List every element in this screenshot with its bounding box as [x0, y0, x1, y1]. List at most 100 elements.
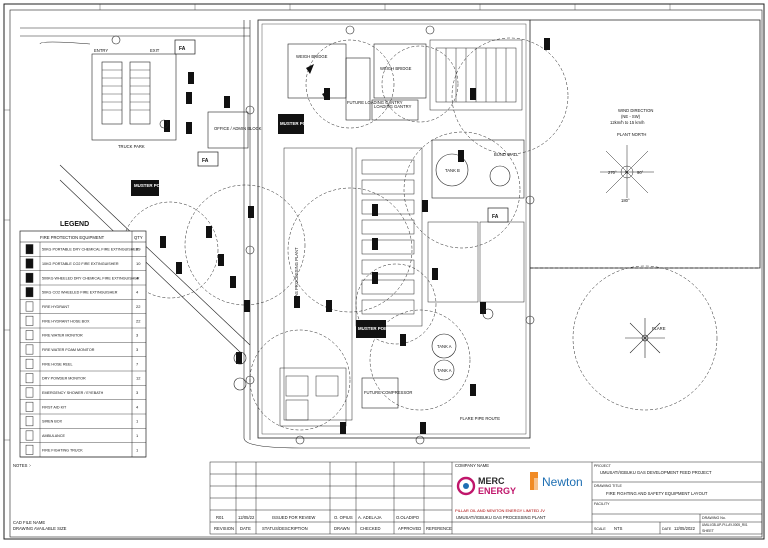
legend-row-qty: 1	[136, 419, 139, 424]
label-process-area: GAS PROCESSING PLANT	[294, 247, 299, 300]
merc-logo-icon	[456, 476, 476, 496]
label-loading-gantry: LOADING GANTRY	[374, 104, 412, 109]
project-label: PROJECT	[594, 464, 612, 468]
label-90: 90°	[637, 170, 644, 175]
tank-b	[435, 153, 469, 187]
process-area	[283, 39, 525, 421]
title-block-grid	[209, 461, 763, 535]
rev-approved: O.OLADIPO	[396, 515, 420, 520]
label-plant-north: PLANT NORTH	[617, 132, 646, 137]
future-compressor	[361, 377, 399, 409]
office-block	[207, 111, 249, 149]
legend-symbol-icon	[25, 401, 34, 412]
drawing-title: FIRE FIGHTING AND SAFETY EQUIPMENT LAYOU…	[606, 491, 708, 496]
col-reference: REFERENCE	[426, 526, 452, 531]
legend-row-qty: 10	[136, 261, 141, 266]
legend-row-label: 10KG PORTABLE CO2 FIRE EXTINGUISHER	[42, 262, 119, 266]
legend-row-qty: 4	[136, 290, 139, 295]
loading-gantry	[371, 99, 419, 121]
drawing-no: UMU-IGB-UP-PI-LAY-0005_R01	[702, 523, 748, 527]
tank-a	[431, 333, 457, 359]
facility-name: UMUSATI/IGBUKU GAS PROCESSING PLANT	[456, 515, 546, 520]
label-tank-a-2: TANK A	[437, 368, 452, 373]
rev-date: 12/05/22	[238, 515, 255, 520]
legend-row-label: FIRE WATER FOAM MONITOR	[42, 348, 95, 352]
compass-n: N	[625, 170, 628, 175]
col-checked: CHECKED	[360, 526, 380, 531]
legend-row-label: 500KG WHEELED DRY CHEMICAL FIRE EXTINGUI…	[42, 276, 140, 280]
sheet-label: SHEET	[702, 529, 715, 533]
legend-symbol-icon	[25, 416, 34, 427]
label-tank-b: TANK B	[445, 168, 460, 173]
legend-symbol-icon	[25, 358, 34, 369]
legend-row-qty: 22	[136, 318, 141, 323]
site-boundary	[257, 19, 761, 439]
label-wind-speed: 12km/h to 15 km/h	[610, 120, 645, 125]
weigh-bridge-2	[373, 43, 427, 99]
date-value: 12/05/2022	[674, 526, 696, 531]
rev-status: ISSUED FOR REVIEW	[272, 515, 315, 520]
col-drawn: DRAWN	[334, 526, 350, 531]
energy-wordmark: ENERGY	[478, 486, 516, 496]
legend-row-label: FIRE WATER MONITOR	[42, 334, 83, 338]
notes-label: NOTES :-	[13, 463, 32, 468]
company-jv: PILLAR OIL AND NEWTON ENERGY LIMITED JV	[455, 508, 545, 513]
merc-wordmark: MERC	[478, 476, 505, 486]
border-ticks	[4, 4, 671, 441]
utility-block	[279, 367, 347, 427]
legend-row-qty: 12	[136, 376, 141, 381]
legend-symbol-icon	[25, 430, 34, 441]
svg-text:MUSTER POINT: MUSTER POINT	[134, 183, 167, 188]
label-180: 180°	[621, 198, 630, 203]
legend-row-label: FIRST AID KIT	[42, 405, 67, 409]
legend-symbol-icon	[25, 244, 34, 255]
wind-direction-compass	[600, 145, 654, 198]
hydrant-markers	[111, 25, 535, 445]
col-revision: REVISION	[214, 526, 234, 531]
fa-label-3: FA	[492, 214, 499, 220]
first-aid-markers	[174, 39, 509, 223]
svg-text:MUSTER POINT: MUSTER POINT	[358, 326, 391, 331]
legend-header-item: FIRE PROTECTION EQUIPMENT	[40, 235, 105, 240]
legend-rows: 50KG PORTABLE DRY CHEMICAL FIRE EXTINGUI…	[20, 244, 146, 458]
flare-stack	[625, 318, 665, 358]
legend-row-label: FIRE FIGHTING TRUCK	[42, 448, 83, 452]
muster-point-1: MUSTER POINT	[131, 180, 167, 196]
rev-drawn: O. OPIUS	[334, 515, 353, 520]
tank-small	[489, 165, 511, 187]
legend-symbol-icon	[25, 344, 34, 355]
facility-label: FACILITY	[594, 502, 610, 506]
label-office: OFFICE / ADMIN BLOCK	[214, 126, 262, 131]
label-future-loading: FUTURE LOADING GANTRY	[347, 100, 403, 105]
legend-row-label: FIRE HYDRANT HOSE BOX	[42, 319, 90, 323]
legend-row-qty: 7	[136, 361, 139, 366]
legend-row-qty: 3	[136, 390, 139, 395]
legend-symbol-icon	[25, 301, 34, 312]
legend-row-qty: 22	[136, 304, 141, 309]
rev-number: R01	[216, 515, 224, 520]
label-wind: WIND DIRECTION	[618, 108, 653, 113]
legend-row-qty: 3	[136, 347, 139, 352]
label-entry: ENTRY	[94, 48, 108, 53]
legend-row-label: FIRE HYDRANT	[42, 305, 70, 309]
legend-row-label: EMERGENCY SHOWER / EYEBATH	[42, 391, 104, 395]
direction-arrows	[306, 64, 330, 100]
legend-symbol-icon	[25, 387, 34, 398]
legend-row-qty: 29	[136, 247, 141, 252]
legend-row-qty: 1	[136, 433, 139, 438]
tank-a-2	[433, 359, 455, 381]
fa-label-1: FA	[179, 46, 186, 52]
legend	[19, 230, 147, 458]
access-roads	[20, 20, 530, 449]
newton-logo-icon	[530, 472, 538, 490]
legend-symbol-icon	[25, 287, 34, 298]
muster-point-3: MUSTER POINT	[356, 320, 391, 338]
col-approved: APPROVED	[398, 526, 421, 531]
legend-title: LEGEND	[60, 221, 89, 228]
label-wind-sub: (NE - SW)	[621, 114, 641, 119]
label-compressor: FUTURE COMPRESSOR	[364, 390, 412, 395]
legend-row-qty: 3	[136, 333, 139, 338]
legend-row-label: AMBULANCE	[42, 434, 65, 438]
